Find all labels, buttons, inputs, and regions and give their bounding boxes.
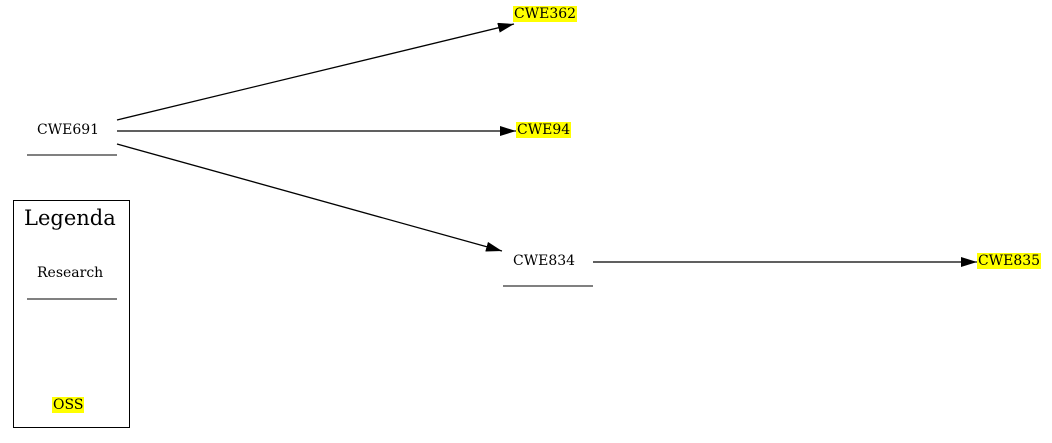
legend-title: Legenda	[24, 206, 116, 230]
node-cwe691[interactable]: CWE691	[37, 122, 100, 138]
legend-box	[13, 200, 130, 428]
legend-research-label: Research	[37, 265, 104, 281]
node-cwe362[interactable]: CWE362	[513, 6, 578, 22]
legend-oss-label: OSS	[52, 397, 85, 413]
edge-cwe691-cwe362	[116, 22, 515, 121]
edge-cwe691-cwe834	[116, 143, 503, 252]
node-cwe94[interactable]: CWE94	[516, 122, 572, 138]
node-cwe835[interactable]: CWE835	[977, 253, 1042, 269]
node-cwe834[interactable]: CWE834	[513, 253, 576, 269]
